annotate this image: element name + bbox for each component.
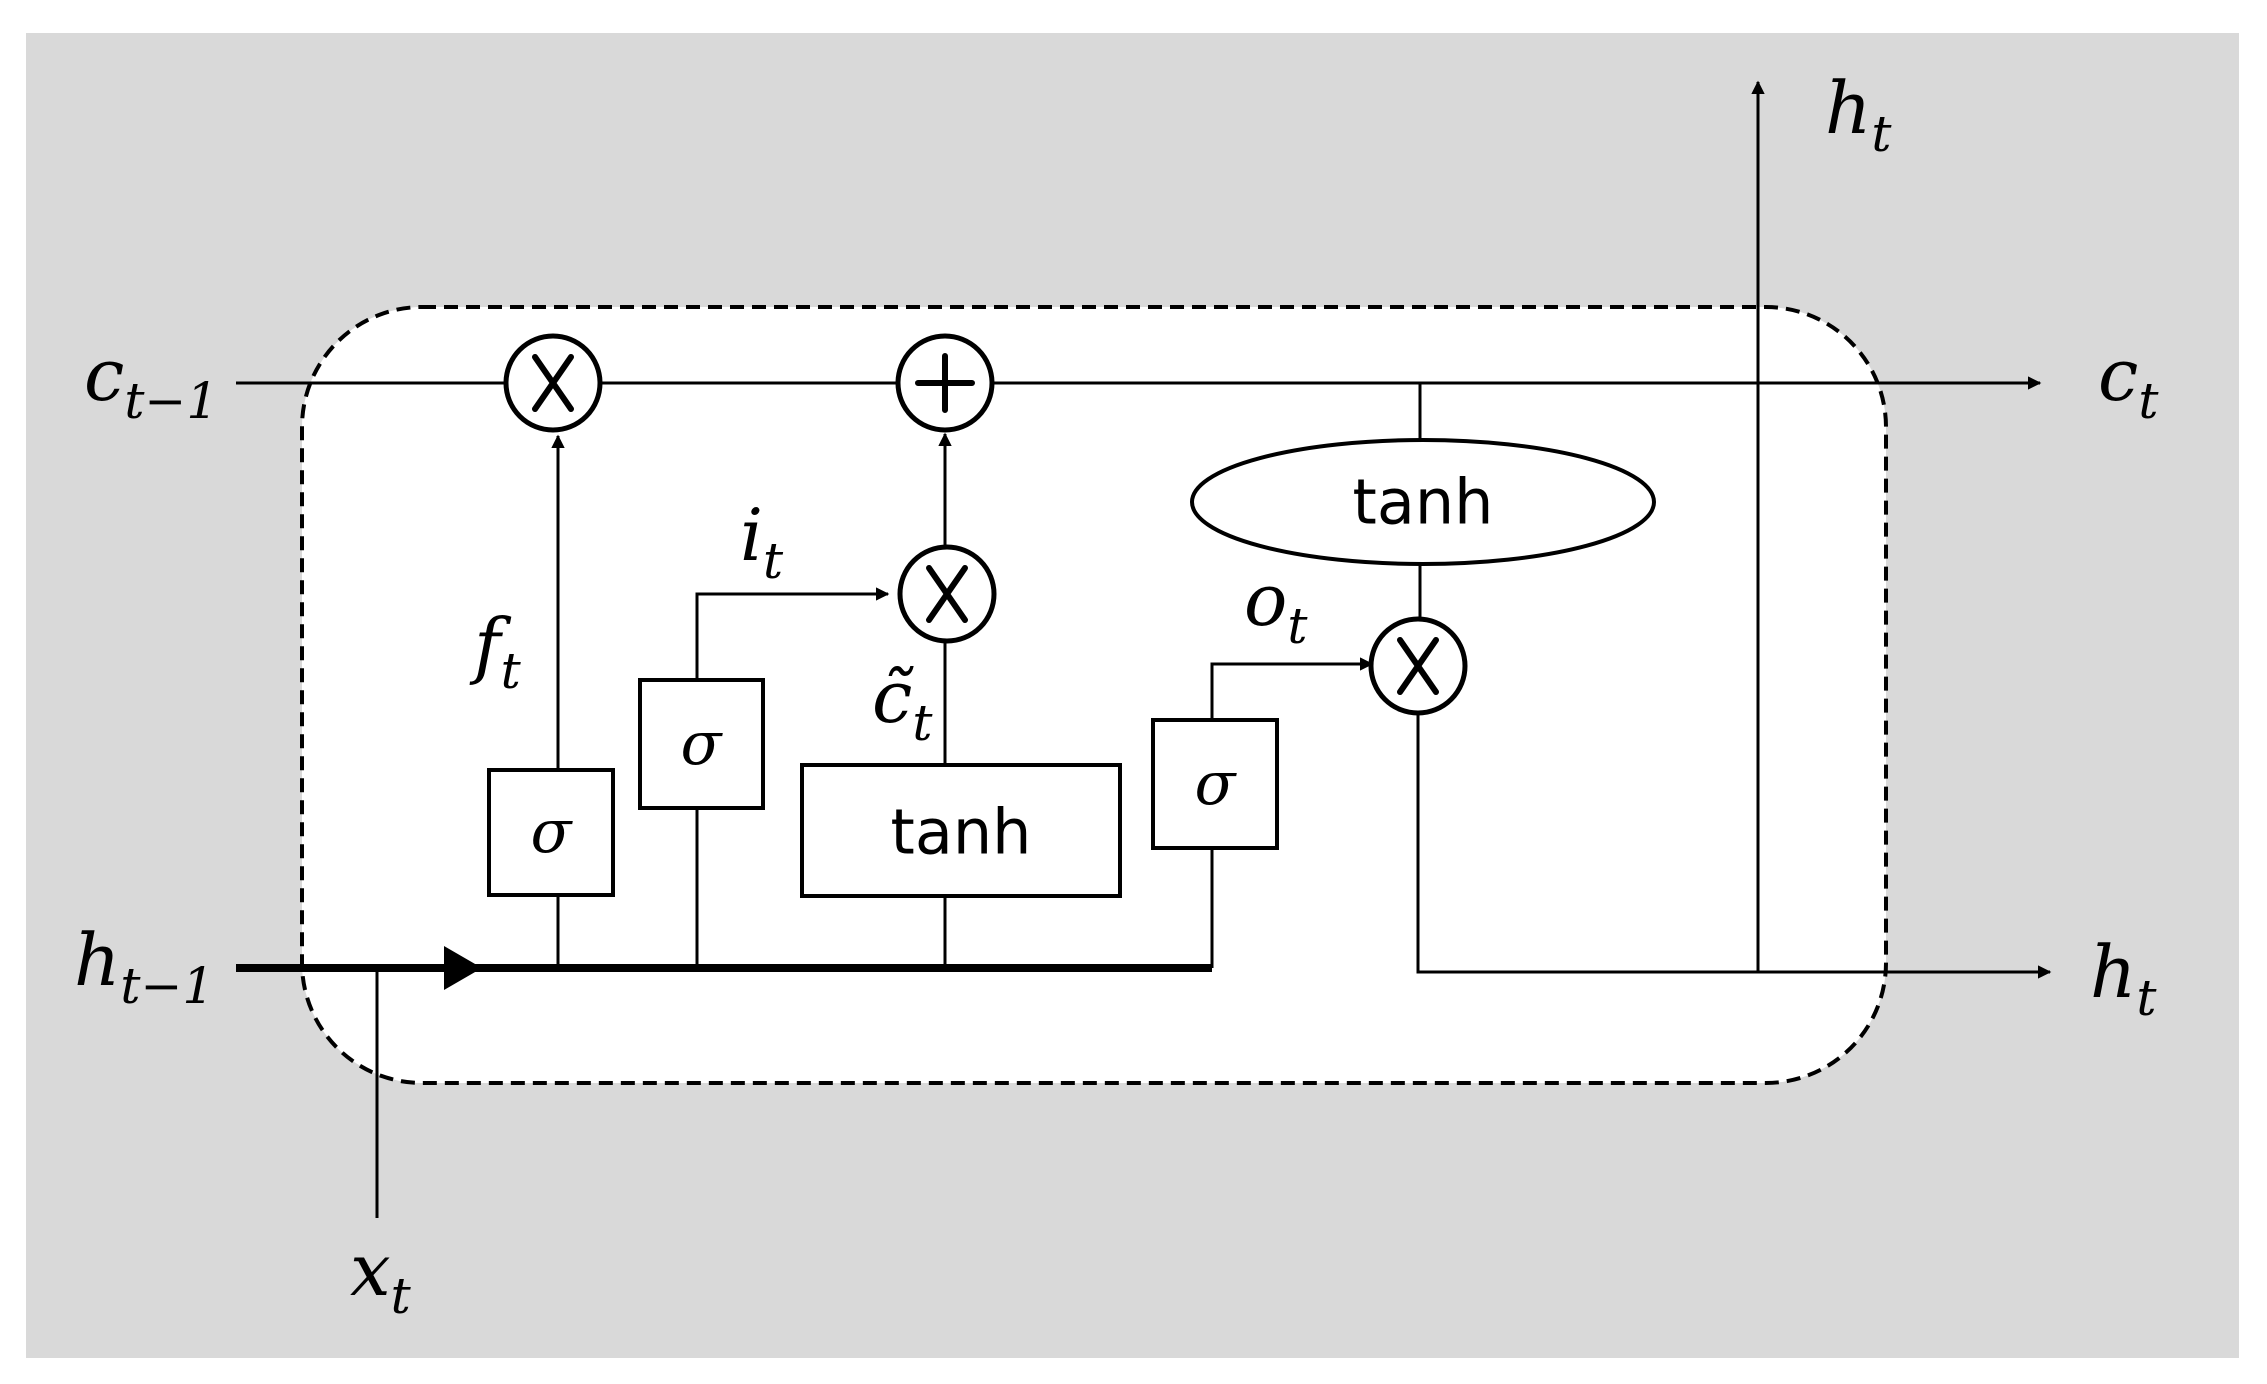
candidate-tanh-block: tanh <box>800 763 1122 898</box>
input-sigma-block: σ <box>638 678 765 810</box>
output-tanh-ellipse: tanh <box>1190 438 1656 566</box>
label-x-t: xt <box>350 1228 412 1325</box>
forget-sigma-block: σ <box>487 768 615 897</box>
cell-add-icon <box>895 333 995 433</box>
label-output-gate: ot <box>1244 558 1308 655</box>
label-input-gate-sub: t <box>763 532 784 590</box>
hidden-output-line <box>1416 712 2052 979</box>
candidate-tanh-label: tanh <box>891 796 1032 869</box>
label-h-out-right-sub: t <box>2136 969 2157 1027</box>
hidden-input-arrowhead <box>444 946 482 990</box>
label-h-prev-sub: t−1 <box>120 957 214 1015</box>
output-sigma-symbol: σ <box>1195 749 1238 819</box>
label-c-prev-sub: t−1 <box>124 372 218 430</box>
label-h-out-top: ht <box>1825 66 1892 163</box>
label-output-gate-sub: t <box>1287 597 1308 655</box>
label-c-out-sub: t <box>2138 372 2159 430</box>
label-c-prev: ct−1 <box>84 333 218 430</box>
label-candidate-sub: t <box>912 694 933 752</box>
input-sigma-symbol: σ <box>681 709 724 779</box>
output-tanh-label: tanh <box>1353 466 1494 539</box>
label-h-out-right: ht <box>2090 930 2157 1027</box>
label-candidate: c̃t <box>872 655 933 752</box>
input-gate-arrow <box>695 587 890 680</box>
forget-sigma-symbol: σ <box>531 797 574 867</box>
label-h-out-top-sub: t <box>1871 105 1892 163</box>
output-gate-arrow <box>1210 657 1374 720</box>
label-forget-gate: ft <box>469 603 522 700</box>
forget-multiply-icon <box>503 333 603 433</box>
input-multiply-icon <box>897 544 997 644</box>
output-multiply-icon <box>1368 616 1468 716</box>
label-c-out: ct <box>2098 333 2159 430</box>
label-input-gate: it <box>740 493 784 590</box>
label-h-prev: ht−1 <box>74 918 214 1015</box>
label-x-t-sub: t <box>391 1267 412 1325</box>
label-forget-gate-sub: t <box>501 642 522 700</box>
output-sigma-block: σ <box>1151 718 1279 850</box>
